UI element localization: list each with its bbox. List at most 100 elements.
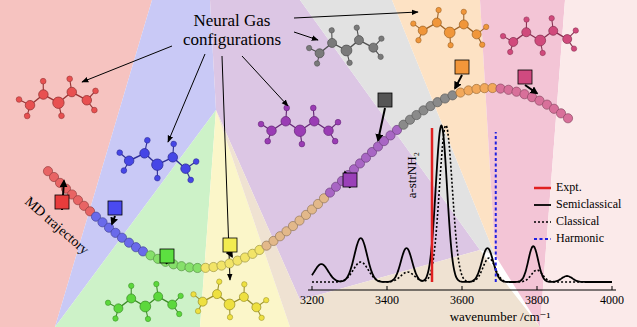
tick	[612, 286, 613, 290]
atom	[571, 46, 577, 52]
atom	[113, 316, 119, 322]
atom	[281, 117, 291, 127]
trajectory-point	[563, 114, 572, 123]
tick-label: 4000	[600, 294, 624, 307]
band-label: a-strNH₂	[405, 152, 419, 198]
atom	[92, 88, 98, 94]
atom	[507, 49, 513, 55]
configuration-square	[518, 70, 532, 84]
harmonic-line	[495, 132, 497, 282]
leader-arrow	[294, 32, 318, 40]
atom	[540, 50, 546, 56]
marker-arrow	[455, 75, 462, 88]
configuration-square	[108, 201, 122, 215]
configuration-square	[223, 238, 237, 252]
molecule	[499, 14, 579, 58]
molecule	[189, 276, 271, 324]
atom	[416, 37, 422, 43]
legend-text: Classical	[556, 215, 599, 228]
tick-label: 3200	[300, 294, 324, 307]
region-light-pink	[540, 0, 637, 327]
atom	[251, 302, 261, 312]
atom	[216, 279, 222, 285]
atom	[410, 21, 416, 27]
tick-label: 3800	[525, 294, 549, 307]
atom	[16, 96, 22, 102]
atom	[448, 42, 454, 48]
atom	[354, 25, 360, 31]
tick-label: 3600	[450, 294, 474, 307]
marker-arrow	[112, 216, 115, 224]
axis-title: wavenumber /cm⁻¹	[450, 310, 551, 324]
legend-sample	[534, 204, 551, 206]
atom	[324, 126, 334, 136]
atom	[67, 87, 77, 97]
atom	[38, 89, 48, 99]
atom	[114, 304, 124, 314]
legend-sample	[534, 221, 551, 223]
atom	[329, 27, 335, 33]
marker-arrow	[525, 85, 537, 93]
atom	[459, 20, 469, 30]
atom	[58, 113, 64, 119]
atom	[145, 316, 151, 322]
atom	[121, 167, 127, 173]
atom	[124, 155, 135, 166]
atom	[472, 30, 482, 40]
atom	[418, 26, 428, 36]
legend-samples	[534, 188, 551, 239]
leader-arrow	[168, 54, 205, 142]
configuration-square	[378, 93, 392, 107]
atom	[263, 297, 269, 303]
atom	[444, 27, 456, 39]
atom	[140, 301, 152, 313]
atom	[67, 76, 73, 82]
atom	[315, 48, 325, 58]
atom	[549, 15, 555, 21]
atom	[198, 297, 208, 307]
configuration-square	[343, 173, 357, 187]
tick	[387, 286, 388, 290]
atom	[332, 138, 338, 144]
tick-label: 3400	[375, 294, 399, 307]
atom	[267, 126, 277, 136]
molecules	[15, 5, 580, 324]
atom	[25, 100, 35, 110]
atom	[212, 289, 222, 299]
marker-arrow	[378, 108, 385, 141]
region-green	[55, 110, 216, 327]
atom	[128, 283, 134, 289]
legend-text: Expt.	[556, 181, 582, 194]
atom	[105, 300, 111, 306]
atom	[52, 97, 64, 109]
trajectory-point	[209, 262, 218, 271]
atom	[40, 78, 46, 84]
atom	[116, 149, 122, 155]
atom	[461, 9, 467, 15]
tick	[312, 286, 313, 290]
tick	[537, 286, 538, 290]
trajectory-point	[464, 86, 473, 95]
atom	[180, 163, 191, 174]
atom	[294, 125, 305, 136]
marker-arrow	[230, 253, 232, 257]
atom	[306, 45, 312, 51]
atom	[509, 37, 518, 46]
leader-arrow	[242, 56, 288, 106]
atom	[522, 27, 531, 36]
atom	[500, 33, 506, 39]
atom	[436, 7, 442, 13]
legend-text: Harmonic	[556, 232, 604, 245]
md-trajectory	[43, 83, 572, 272]
atom	[151, 158, 164, 171]
atom	[299, 141, 305, 147]
atom	[91, 107, 97, 113]
region-gray	[300, 0, 495, 255]
atom	[195, 308, 201, 314]
leader-arrow	[82, 46, 172, 82]
atom	[314, 61, 320, 67]
atom	[178, 293, 184, 299]
